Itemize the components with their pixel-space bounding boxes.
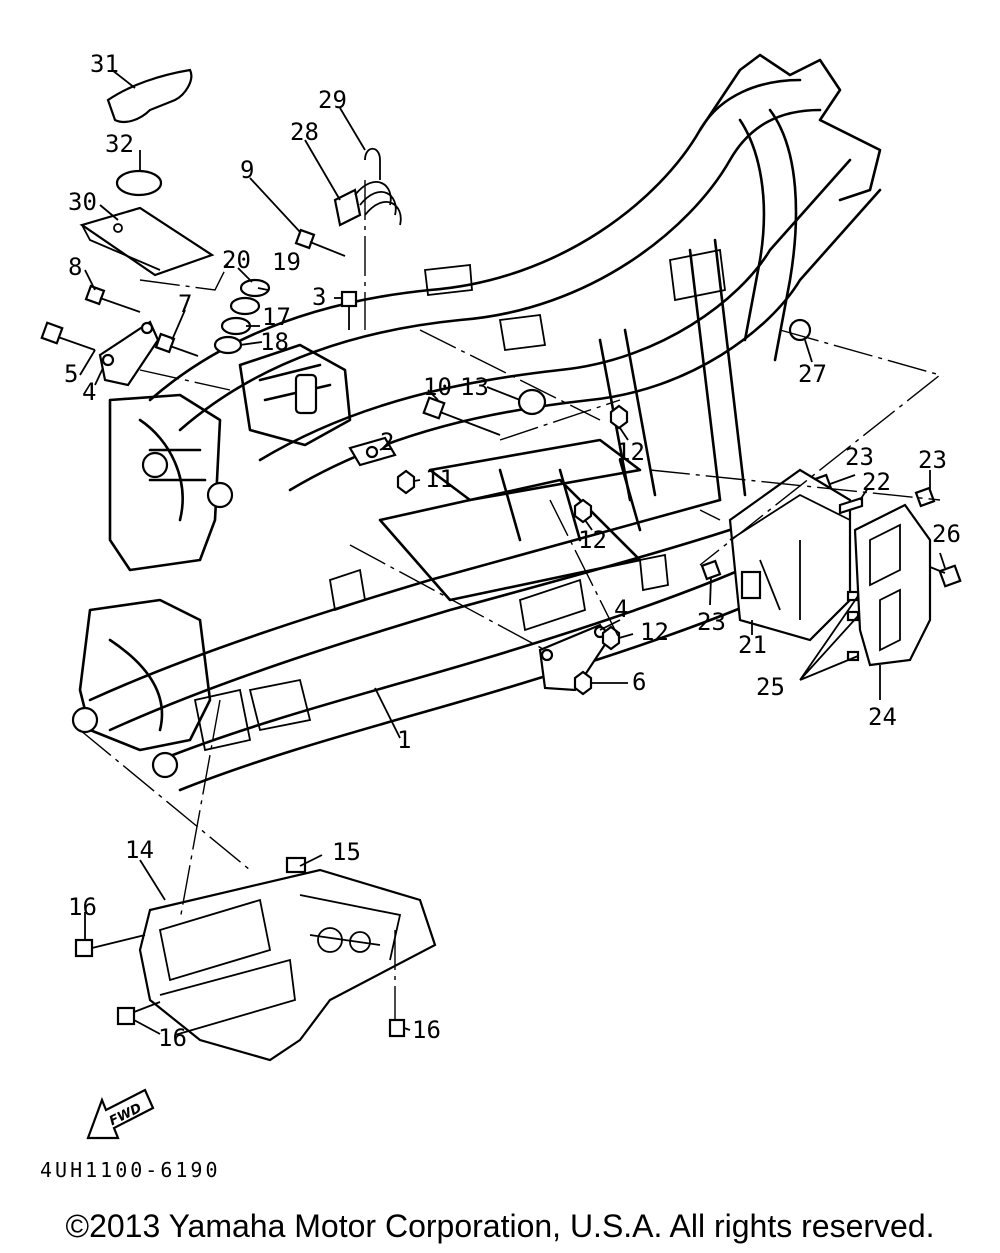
- leader-lines: [79, 69, 946, 1035]
- band-strap: [106, 68, 193, 124]
- callout-12-lower: 12: [640, 618, 669, 646]
- engine-bracket-rear: [538, 623, 610, 692]
- callout-7: 7: [178, 290, 192, 318]
- callout-16-left: 16: [68, 893, 97, 921]
- callout-18: 18: [260, 328, 289, 356]
- callout-30: 30: [68, 188, 97, 216]
- callout-15: 15: [332, 838, 361, 866]
- callout-22: 22: [862, 468, 891, 496]
- skid-plate-pad: [285, 856, 307, 874]
- callout-24: 24: [868, 703, 897, 731]
- battery-cover: [853, 503, 932, 667]
- callout-4-rear: 4: [614, 595, 628, 623]
- assembly-lines: [79, 180, 942, 1020]
- callout-16-right: 16: [412, 1016, 441, 1044]
- grommet: [115, 169, 163, 197]
- callout-6: 6: [632, 668, 646, 696]
- callout-17: 17: [262, 303, 291, 331]
- callout-1: 1: [397, 726, 411, 754]
- callout-27: 27: [798, 360, 827, 388]
- callout-9: 9: [240, 156, 254, 184]
- callout-16-bottom: 16: [158, 1024, 187, 1052]
- fwd-arrow-icon: FWD: [86, 1088, 155, 1140]
- callout-4-front: 4: [82, 378, 96, 406]
- callout-32: 32: [105, 130, 134, 158]
- battery-bracket: [838, 496, 864, 515]
- battery-box: [728, 468, 852, 642]
- callout-10: 10: [423, 373, 452, 401]
- callout-28: 28: [290, 118, 319, 146]
- copyright-notice: ©2013 Yamaha Motor Corporation, U.S.A. A…: [65, 1208, 935, 1244]
- callout-labels: 31 32 30 29 28 9 8 20 19 3 17 7 18 5 4 2…: [64, 50, 961, 1052]
- callout-23-box: 23: [845, 443, 874, 471]
- callout-19: 19: [272, 248, 301, 276]
- callout-14: 14: [125, 836, 154, 864]
- main-frame: [71, 53, 882, 792]
- callout-2: 2: [380, 428, 394, 456]
- callout-13: 13: [460, 373, 489, 401]
- callout-20: 20: [222, 246, 251, 274]
- callout-5: 5: [64, 360, 78, 388]
- callout-12-middle: 12: [578, 526, 607, 554]
- callout-12-upper: 12: [616, 438, 645, 466]
- callout-11: 11: [425, 465, 454, 493]
- callout-26: 26: [932, 520, 961, 548]
- callout-23-lower: 23: [697, 608, 726, 636]
- callout-29: 29: [318, 86, 347, 114]
- callout-31: 31: [90, 50, 119, 78]
- skid-plate: [138, 868, 437, 1062]
- callout-21: 21: [738, 631, 767, 659]
- callout-8: 8: [68, 253, 82, 281]
- callout-3: 3: [312, 283, 326, 311]
- callout-23-right: 23: [918, 446, 947, 474]
- callout-25: 25: [756, 673, 785, 701]
- drawing-code: 4UH1100-6190: [40, 1158, 221, 1182]
